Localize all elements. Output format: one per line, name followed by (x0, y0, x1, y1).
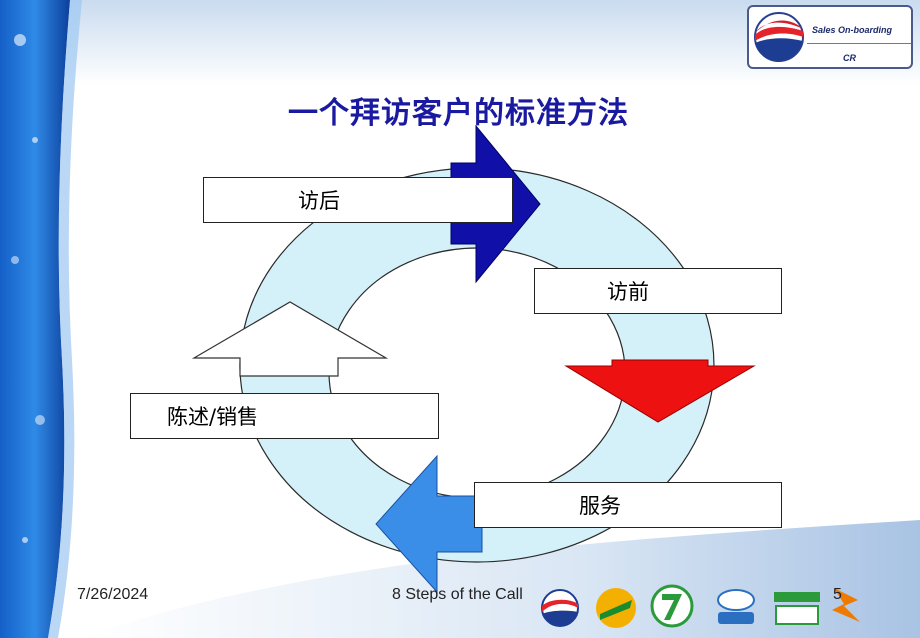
stage-service: 服务 (474, 482, 782, 528)
stage-presentation-sales: 陈述/销售 (130, 393, 439, 439)
slide-title: 一个拜访客户的标准方法 (288, 96, 629, 131)
stage-before-visit: 访前 (534, 268, 782, 314)
logo-box: Sales On-boarding CR (747, 5, 913, 69)
arrow-left-icon (191, 301, 389, 377)
stage-label: 访后 (298, 189, 340, 213)
7up-logo-icon (650, 584, 694, 628)
logo-divider (807, 43, 911, 44)
stage-label: 访前 (607, 280, 649, 304)
pepsi-logo-icon (541, 589, 579, 627)
soy-drink-logo-icon (717, 589, 755, 624)
stage-label: 陈述/销售 (167, 405, 259, 429)
pepsi-globe-icon (754, 12, 804, 62)
arrow-right-icon (564, 359, 756, 423)
mirinda-logo-icon (596, 588, 636, 628)
footer-title: 8 Steps of the Call (392, 586, 523, 603)
logo-text-primary: Sales On-boarding (812, 25, 893, 35)
logo-text-secondary: CR (843, 53, 856, 63)
tropicana-logo-icon (774, 592, 820, 625)
footer-date: 7/26/2024 (77, 586, 149, 603)
gatorade-logo-icon (832, 588, 860, 622)
arrow-bottom-icon (375, 454, 483, 594)
stage-label: 服务 (579, 494, 621, 518)
brand-logos (541, 584, 860, 628)
stage-after-visit: 访后 (203, 177, 513, 223)
page-number: 5 (833, 586, 842, 603)
